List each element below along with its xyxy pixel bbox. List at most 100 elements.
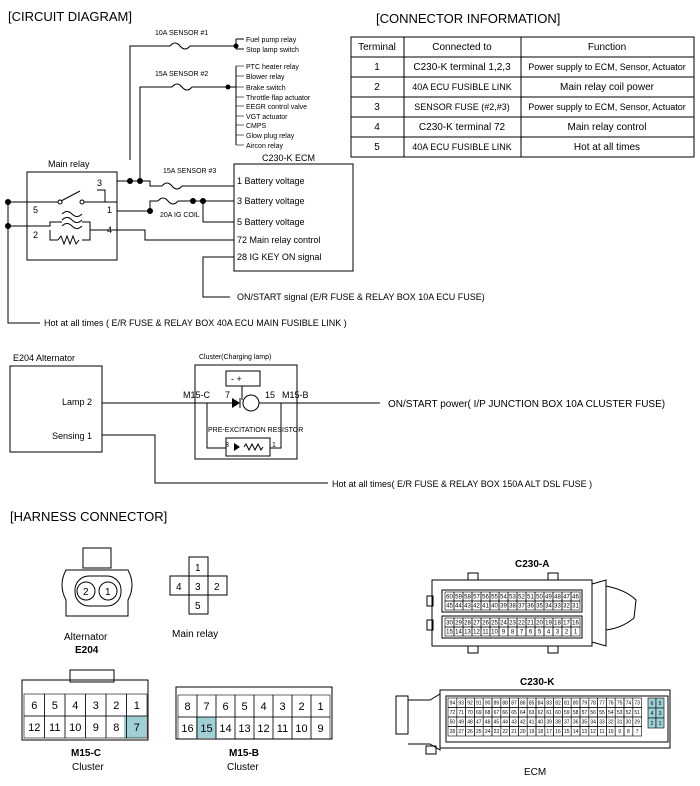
pin-cell (570, 600, 581, 611)
pin-label: 81 (564, 701, 570, 707)
pin-15-label: 15 (265, 390, 275, 400)
pin-label: 10 (491, 630, 498, 636)
pin-label: 36 (527, 604, 534, 610)
pin-label: 67 (494, 710, 500, 716)
pin-label: 8 (627, 729, 630, 735)
lamp-diode-icon (232, 398, 240, 408)
main-relay-label: Main relay (48, 159, 90, 169)
pin-label: 12 (28, 722, 40, 734)
pin-label: 71 (458, 710, 464, 716)
pin-label: 60 (555, 710, 561, 716)
pin-label: 28 (450, 729, 456, 735)
pin-label: 61 (546, 710, 552, 716)
pin-label: 53 (617, 710, 623, 716)
sensor1-label: 10A SENSOR #1 (155, 30, 208, 37)
on-start-signal-label: ON/START signal (E/R FUSE & RELAY BOX 10… (237, 292, 485, 302)
pin-label: 12 (473, 630, 480, 636)
m15c-label: M15-C (183, 390, 211, 400)
on-start-power-label: ON/START power( I/P JUNCTION BOX 10A CLU… (388, 399, 665, 410)
pin-label: 89 (494, 701, 500, 707)
pin-label: 5 (241, 701, 247, 713)
pin-label: 2 (113, 700, 119, 712)
pin-label: 17 (563, 621, 570, 627)
pin-cell (310, 716, 331, 740)
pin-label: 3 (195, 582, 201, 593)
pin-cell (655, 717, 665, 729)
pin-label: 94 (450, 701, 456, 707)
pin-label: 7 (636, 729, 639, 735)
pin-label: 8 (113, 722, 119, 734)
pin-label: 9 (502, 630, 506, 636)
pin-label: 22 (518, 621, 525, 627)
pin-cell (126, 715, 148, 739)
pin-label: 30 (626, 720, 632, 726)
pin-label: 19 (529, 729, 535, 735)
pin-label: 85 (529, 701, 535, 707)
table-header-terminal: Terminal (358, 42, 396, 53)
pin-label: 4 (176, 582, 182, 593)
pin-label: 7 (520, 630, 524, 636)
table-cell: 3 (374, 102, 380, 113)
alternator-lamp-pin: Lamp 2 (62, 397, 92, 407)
pin-label: 28 (464, 621, 471, 627)
pin-label: 5 (538, 630, 542, 636)
pin-label: 7 (203, 701, 209, 713)
pin-label: 17 (546, 729, 552, 735)
pin-label: 92 (467, 701, 473, 707)
pin-label: 60 (446, 595, 453, 601)
sensor3-fuse (161, 182, 183, 190)
pin-label: 40 (538, 720, 544, 726)
table-cell: 40A ECU FUSIBLE LINK (412, 82, 512, 92)
relay-coil (61, 211, 83, 217)
load-label: Throttle flap actuator (246, 95, 311, 102)
pin-label: 2 (83, 587, 89, 598)
pin-label: 34 (590, 720, 596, 726)
pin-label: 27 (458, 729, 464, 735)
pin-label: 55 (599, 710, 605, 716)
table-cell: Power supply to ECM, Sensor, Actuator (528, 62, 686, 72)
pin-label: 43 (511, 720, 517, 726)
pin-label: 30 (446, 621, 453, 627)
pin-label: 13 (582, 729, 588, 735)
pin-label: 68 (485, 710, 491, 716)
pin-label: 15 (446, 630, 453, 636)
pin-label: 8 (184, 701, 190, 713)
pin-label: 86 (520, 701, 526, 707)
pin-label: 43 (464, 604, 471, 610)
pin-label: 35 (582, 720, 588, 726)
pin-label: 9 (317, 723, 323, 735)
main-relay-connector: 1 4 3 2 5 (169, 556, 228, 615)
pin-label: 38 (509, 604, 516, 610)
pin-label: 23 (494, 729, 500, 735)
pin-label: 33 (599, 720, 605, 726)
pin-label: 18 (538, 729, 544, 735)
pin-label: 11 (49, 722, 60, 734)
pin-label: 44 (455, 604, 462, 610)
c230k-connector (395, 689, 671, 755)
relay-pin-label: 3 (97, 178, 102, 188)
table-cell: Power supply to ECM, Sensor, Actuator (528, 102, 686, 112)
pin-label: 58 (464, 595, 471, 601)
pin-label: 1 (659, 721, 662, 727)
ecm-pin: 5 Battery voltage (237, 217, 305, 227)
circuit-diagram-title: [CIRCUIT DIAGRAM] (8, 9, 132, 24)
pin-label: 84 (538, 701, 544, 707)
pin-label: 63 (529, 710, 535, 716)
pin-label: 74 (626, 701, 632, 707)
cluster-title: Cluster(Charging lamp) (199, 354, 271, 361)
pin-label: 20 (520, 729, 526, 735)
pin-label: 50 (536, 595, 543, 601)
pin-label: 72 (450, 710, 456, 716)
pin-label: 14 (573, 729, 579, 735)
pin-label: 11 (277, 723, 288, 735)
pin-label: 41 (529, 720, 535, 726)
resistor-label: PRE-EXCITATION RESISTOR (208, 427, 303, 434)
pin-label: 2 (298, 701, 304, 713)
pin-label: 62 (538, 710, 544, 716)
m15c-subtitle: Cluster (72, 762, 104, 773)
pin-label: 57 (582, 710, 588, 716)
pin-label: 7 (134, 722, 140, 734)
pin-label: 1 (195, 563, 201, 574)
pin-label: 5 (52, 700, 58, 712)
e204-code: E204 (75, 645, 99, 656)
